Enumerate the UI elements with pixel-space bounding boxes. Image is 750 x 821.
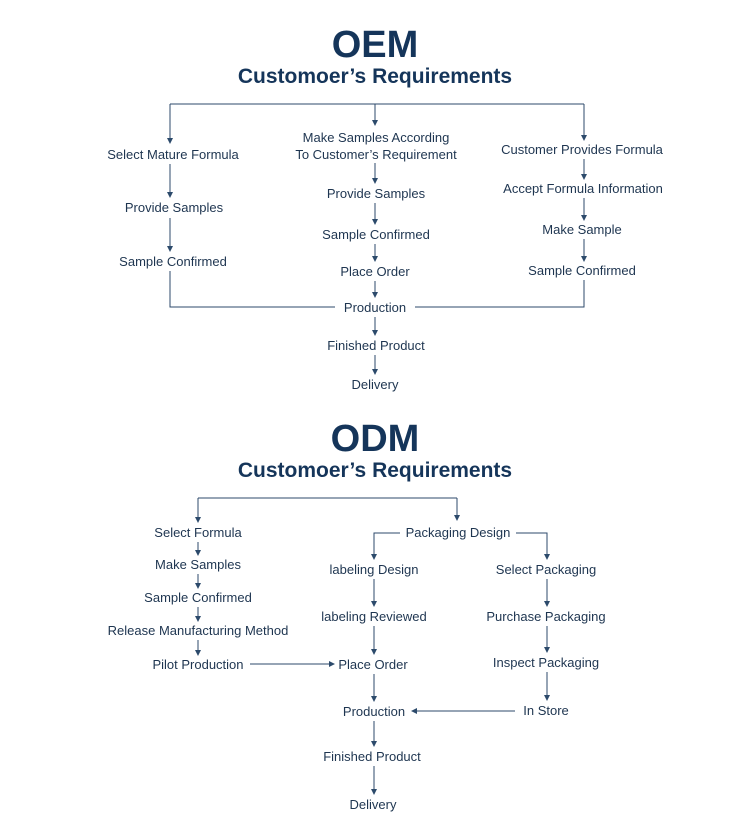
oem-step-finished-product: Finished Product xyxy=(324,337,428,354)
odm-connectors xyxy=(195,497,550,795)
oem-step-make-samples-line1: Make Samples According xyxy=(299,129,453,146)
odm-step-inspect-packaging: Inspect Packaging xyxy=(489,654,603,671)
oem-step-place-order: Place Order xyxy=(337,263,413,280)
oem-step-customer-provides-formula: Customer Provides Formula xyxy=(498,141,666,158)
oem-step-sample-confirmed-right: Sample Confirmed xyxy=(525,262,639,279)
odm-step-in-store: In Store xyxy=(520,702,572,719)
odm-step-finished-product: Finished Product xyxy=(320,748,424,765)
odm-step-release-manufacturing-method: Release Manufacturing Method xyxy=(104,622,292,639)
odm-step-purchase-packaging: Purchase Packaging xyxy=(483,608,609,625)
odm-step-select-formula: Select Formula xyxy=(151,524,245,541)
odm-step-sample-confirmed: Sample Confirmed xyxy=(141,589,255,606)
oem-step-accept-formula-information: Accept Formula Information xyxy=(500,180,666,197)
odm-title: ODM xyxy=(330,418,420,460)
odm-step-delivery: Delivery xyxy=(346,796,400,813)
oem-step-sample-confirmed-center: Sample Confirmed xyxy=(319,226,433,243)
oem-title: OEM xyxy=(331,24,419,66)
oem-step-sample-confirmed-left: Sample Confirmed xyxy=(116,253,230,270)
oem-step-delivery: Delivery xyxy=(348,376,402,393)
odm-step-place-order: Place Order xyxy=(335,656,411,673)
odm-step-labeling-design: labeling Design xyxy=(326,561,422,578)
oem-step-provide-samples-center: Provide Samples xyxy=(323,185,429,202)
odm-subtitle: Customoer’s Requirements xyxy=(237,459,513,482)
odm-step-labeling-reviewed: labeling Reviewed xyxy=(318,608,430,625)
oem-connectors xyxy=(167,103,587,375)
odm-step-production: Production xyxy=(339,703,409,720)
odm-step-packaging-design: Packaging Design xyxy=(402,524,514,541)
oem-step-select-mature-formula: Select Mature Formula xyxy=(104,146,242,163)
odm-step-select-packaging: Select Packaging xyxy=(492,561,600,578)
odm-step-pilot-production: Pilot Production xyxy=(149,656,247,673)
oem-step-make-sample: Make Sample xyxy=(539,221,625,238)
oem-step-make-samples-line2: To Customer’s Requirement xyxy=(292,146,460,163)
oem-step-production: Production xyxy=(340,299,410,316)
oem-subtitle: Customoer’s Requirements xyxy=(237,65,513,88)
odm-step-make-samples: Make Samples xyxy=(152,556,244,573)
oem-step-provide-samples-left: Provide Samples xyxy=(121,199,227,216)
